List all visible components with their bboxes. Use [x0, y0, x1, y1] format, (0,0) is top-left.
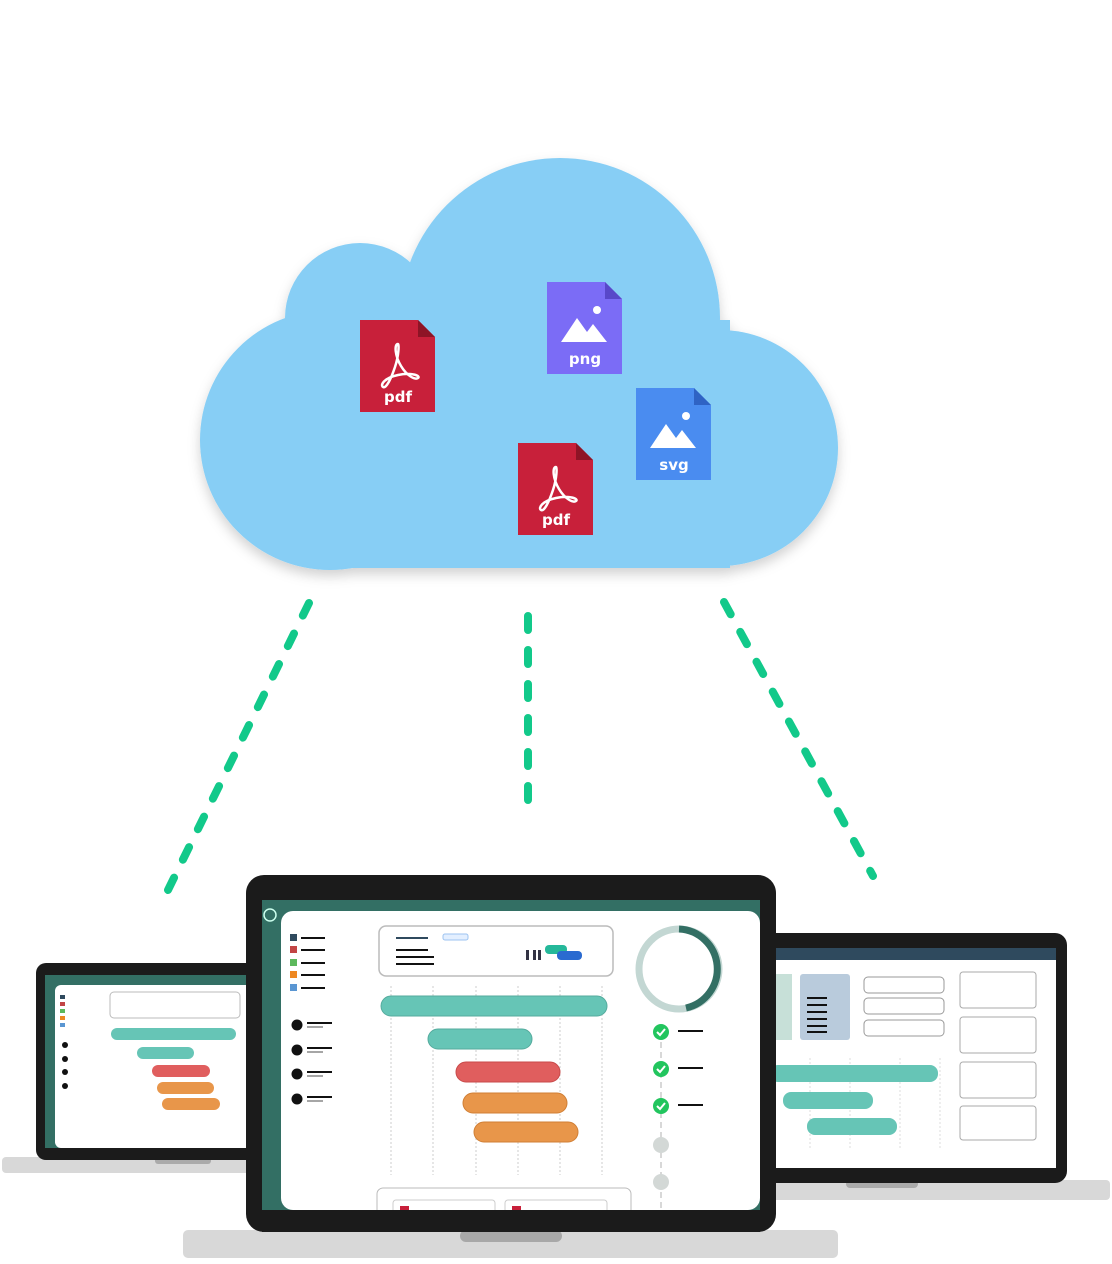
svg-text:svg: svg — [659, 456, 688, 474]
gantt-chart — [380, 986, 608, 1175]
pdf-file-icon[interactable]: pdf — [360, 320, 435, 412]
connection-right — [720, 598, 877, 880]
header-card — [378, 925, 614, 977]
sync-connections — [164, 598, 877, 894]
timeline — [653, 1024, 703, 1210]
laptop-left — [2, 963, 266, 1173]
progress-ring — [635, 925, 723, 1013]
gantt-bar[interactable] — [455, 1061, 561, 1083]
svg-text:png: png — [569, 350, 601, 368]
app-logo-icon — [263, 908, 277, 922]
svg-text:pdf: pdf — [384, 388, 412, 406]
laptop-center — [183, 875, 838, 1258]
png-file-icon[interactable]: png — [547, 282, 622, 374]
laptop-right — [760, 933, 1110, 1200]
gantt-bar[interactable] — [427, 1028, 533, 1050]
connection-left — [164, 599, 313, 894]
pdf-file-icon[interactable]: pdf — [518, 443, 593, 535]
svg-text:pdf: pdf — [542, 511, 570, 529]
svg-file-icon[interactable]: svg — [636, 388, 711, 480]
gantt-bar[interactable] — [462, 1092, 568, 1114]
user-list — [291, 1019, 332, 1105]
legend — [290, 934, 325, 991]
gantt-bar[interactable] — [380, 995, 608, 1017]
gantt-bar[interactable] — [473, 1121, 579, 1143]
